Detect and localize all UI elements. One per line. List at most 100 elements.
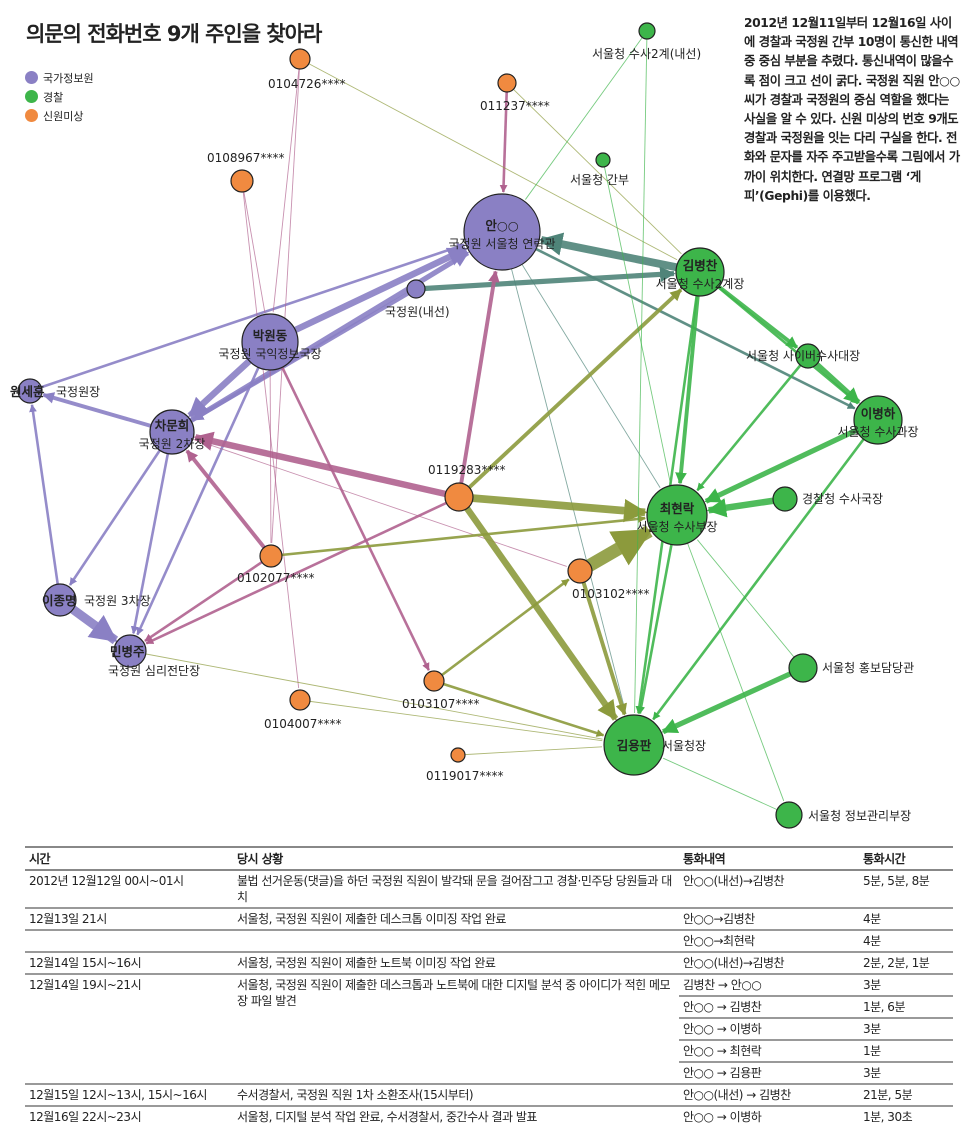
node-u1[interactable]: 0104726**** [268, 48, 345, 91]
node-circle [675, 247, 725, 297]
node-cyber[interactable]: 서울청 사이버수사대장 [746, 343, 860, 369]
node-role: 서울청 수사부장 [636, 520, 717, 534]
cell-duration: 4분 [859, 907, 953, 930]
node-circle [230, 169, 254, 193]
cell-duration: 1분, 6분 [859, 995, 953, 1018]
header-situation: 당시 상황 [233, 846, 679, 871]
node-info[interactable]: 서울청 정보관리부장 [775, 801, 911, 829]
edge-park-u5 [269, 341, 272, 544]
node-role: 서울청 수사2계(내선) [592, 47, 701, 61]
legend-dot-icon [25, 71, 38, 84]
edge-u2-ahn [499, 82, 509, 193]
node-circle [289, 48, 311, 70]
node-role: 서울청 정보관리부장 [808, 809, 911, 823]
legend-item-unknown: 신원미상 [25, 106, 94, 125]
node-role: 0119017**** [426, 769, 503, 783]
edge-npa-choi [706, 495, 786, 518]
edge-ahn-leebh [501, 230, 856, 410]
node-circle [638, 22, 656, 40]
node-u4[interactable]: 0119283**** [428, 463, 505, 512]
edge-pr-kimyp [661, 665, 805, 735]
edge-leebh-choi [704, 417, 880, 504]
node-name: 민병주 [110, 644, 145, 659]
node-cadre[interactable]: 서울청 간부 [570, 152, 629, 187]
node-role: 0103107**** [402, 697, 479, 711]
edge-u6-kimyp [578, 570, 627, 716]
node-ahn[interactable]: 안○○국정원 서울청 연락관 [449, 193, 556, 271]
node-circle [795, 343, 821, 369]
legend-label: 경찰 [43, 90, 64, 104]
node-u9[interactable]: 0119017**** [426, 747, 503, 783]
node-s2ext[interactable]: 서울청 수사2계(내선) [592, 22, 701, 61]
legend-item-police: 경찰 [25, 87, 94, 106]
node-u3[interactable]: 0108967**** [207, 151, 284, 193]
node-u6[interactable]: 0103102**** [567, 558, 649, 601]
cell-situation: 서울청, 국정원 직원이 제출한 노트북 이미징 작업 완료 [233, 951, 679, 974]
node-role: 국정원 서울청 연락관 [449, 237, 556, 251]
cell-duration: 3분 [859, 1017, 953, 1040]
node-name: 박원동 [253, 328, 288, 343]
node-circle [444, 482, 474, 512]
edge-naeseon-kimbc [415, 266, 676, 292]
node-u8[interactable]: 0103107**** [402, 670, 479, 711]
node-pr[interactable]: 서울청 홍보담당관 [788, 653, 914, 683]
cell-duration: 21분, 5분 [859, 1083, 953, 1106]
cell-situation: 서울청, 국정원 직원이 제출한 데스크톱 이미징 작업 완료 [233, 907, 679, 930]
node-npa[interactable]: 경찰청 수사국장 [772, 486, 883, 512]
edge-pr-choi [696, 539, 804, 669]
node-circle [775, 801, 803, 829]
node-role: 서울청 사이버수사대장 [746, 349, 860, 363]
node-u5[interactable]: 0102077**** [237, 544, 314, 585]
node-circle [567, 558, 593, 584]
edge-park-min [136, 341, 272, 636]
node-role: 0108967**** [207, 151, 284, 165]
cell-time: 12월16일 22시~23시 [25, 1105, 233, 1124]
description: 2012년 12월11일부터 12월16일 사이에 경찰과 국정원 간부 10명… [744, 16, 960, 203]
edge-s2ext-kimyp [634, 30, 648, 714]
node-role: 0104726**** [268, 77, 345, 91]
node-circle [497, 73, 517, 93]
node-naeseon[interactable]: 국정원(내선) [385, 279, 450, 319]
cell-time: 12월14일 15시~16시 [25, 951, 233, 974]
node-u2[interactable]: 011237**** [480, 73, 550, 113]
cell-time: 2012년 12월12일 00시~01시 [25, 869, 233, 908]
node-circle [603, 714, 665, 776]
legend: 국가정보원 경찰 신원미상 [25, 68, 94, 125]
page-title: 의문의 전화번호 9개 주인을 찾아라 [26, 22, 322, 46]
edge-u7-kimyp [299, 699, 603, 742]
edge-park-ahn [268, 246, 468, 345]
node-role: 국정원(내선) [385, 305, 450, 319]
node-circle [463, 193, 541, 271]
cell-duration: 3분 [859, 973, 953, 996]
node-name: 김용판 [617, 738, 652, 753]
edge-ahn-kimyp [501, 231, 627, 715]
edge-leebh-kimyp [652, 419, 880, 721]
edge-cha-leejm [68, 431, 174, 586]
edges [29, 30, 880, 816]
node-role: 0119283**** [428, 463, 505, 477]
edge-u4-min [145, 495, 460, 645]
node-u7[interactable]: 0104007**** [264, 689, 341, 731]
node-name: 이종명 [42, 593, 77, 608]
node-circle [149, 409, 195, 455]
cell-call: 김병찬 → 안○○ [679, 973, 859, 996]
edge-u4-cha [193, 431, 460, 501]
edge-u9-kimyp [457, 746, 603, 756]
cell-situation: 서울청, 국정원 직원이 제출한 데스크톱과 노트북에 대한 디지털 분석 중 … [233, 973, 679, 1084]
edge-cha-u6 [171, 431, 567, 567]
